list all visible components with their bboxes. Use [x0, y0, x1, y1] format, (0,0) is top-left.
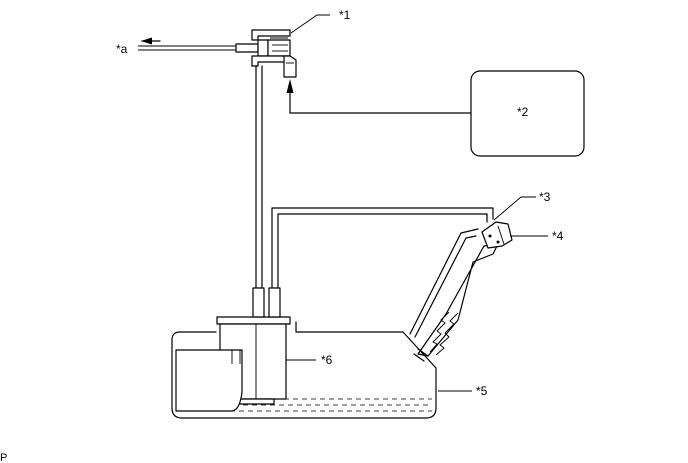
return-tube-to-filler — [271, 207, 494, 223]
callout-label-2: *2 — [517, 105, 529, 119]
leader-1 — [290, 14, 330, 34]
flow-arrow-left-icon — [141, 37, 152, 45]
corner-label: P — [0, 452, 7, 463]
control-signal-line — [286, 79, 472, 114]
callout-label-a: *a — [116, 42, 128, 56]
callout-label-4: *4 — [552, 229, 564, 243]
flow-arrow-up-icon — [286, 79, 294, 93]
component-2-box — [470, 70, 585, 157]
vertical-tubes — [255, 65, 279, 291]
callout-label-6: *6 — [321, 353, 333, 367]
callout-label-1: *1 — [339, 8, 351, 22]
callout-label-5: *5 — [476, 384, 488, 398]
filler-pipe — [409, 228, 499, 362]
fuel-pump-module — [175, 287, 291, 412]
callout-label-3: *3 — [539, 190, 551, 204]
fuel-tank — [171, 321, 437, 419]
vapor-outlet-line — [138, 37, 236, 51]
leader-3 — [493, 196, 536, 221]
valve-assembly — [235, 29, 297, 78]
fuel-cap — [481, 221, 513, 249]
